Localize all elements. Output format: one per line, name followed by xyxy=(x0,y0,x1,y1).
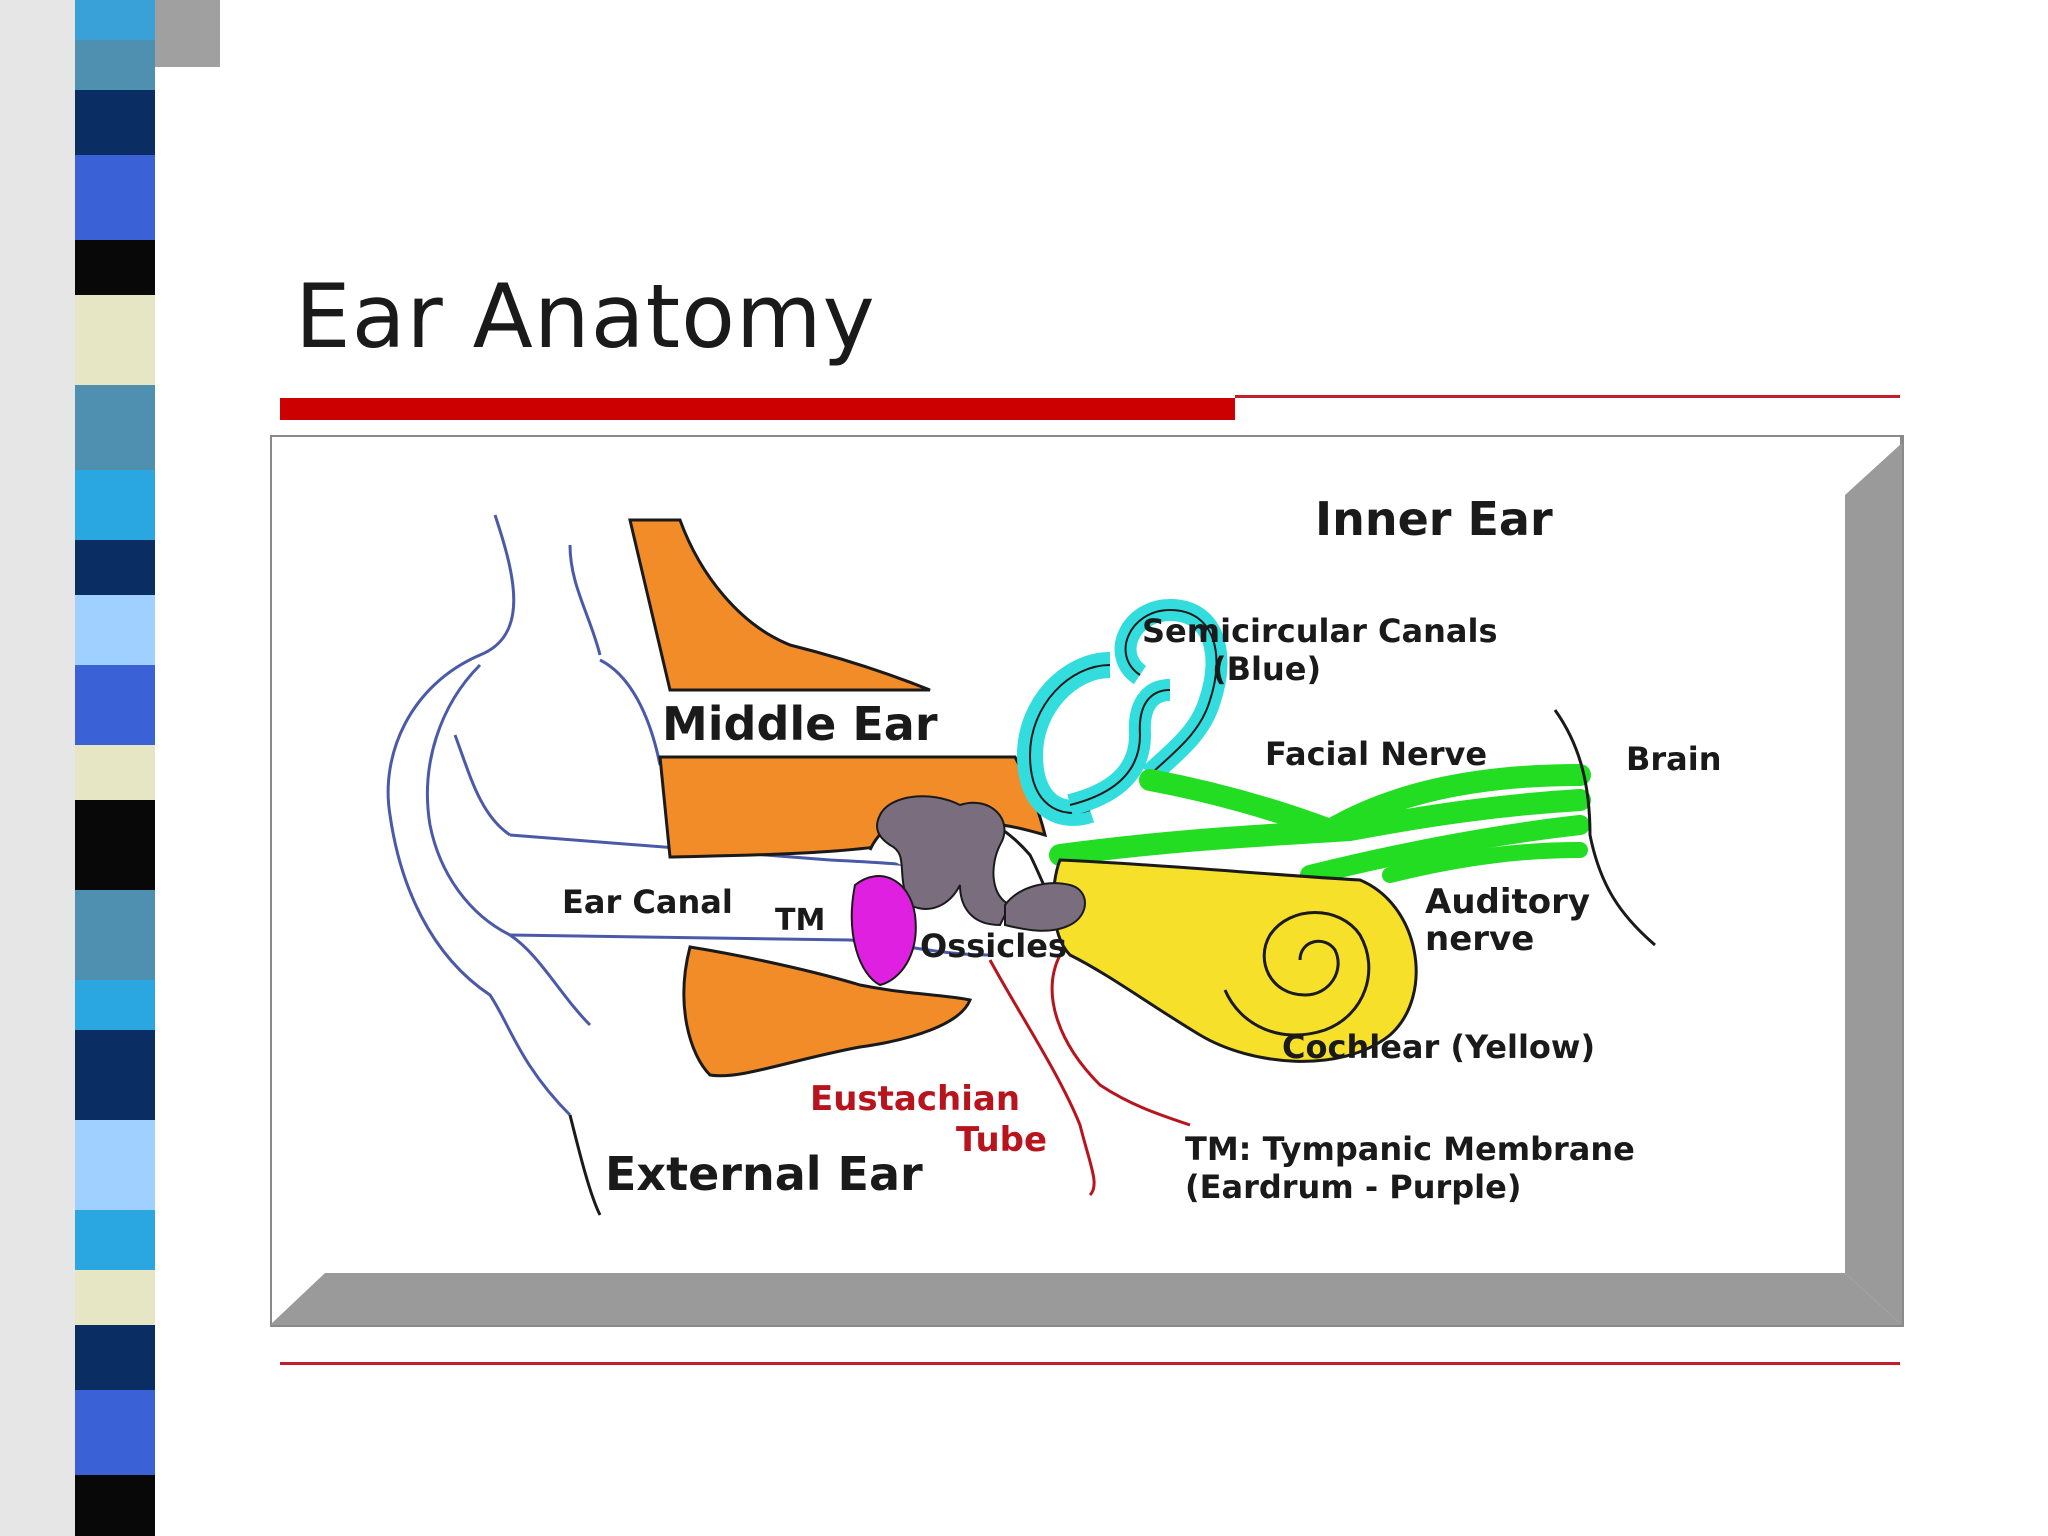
external-ear-outline-lower xyxy=(568,1114,602,1216)
label-brain: Brain xyxy=(1626,740,1722,778)
slide-title: Ear Anatomy xyxy=(295,265,876,368)
ear-anatomy-diagram: Inner Ear Semicircular Canals (Blue) Mid… xyxy=(270,435,1904,1327)
label-ear-canal: Ear Canal xyxy=(562,883,733,921)
label-facial-nerve: Facial Nerve xyxy=(1265,735,1487,773)
label-semicircular-canals: Semicircular Canals xyxy=(1142,612,1497,650)
title-underline-thin xyxy=(1235,395,1900,398)
label-external-ear: External Ear xyxy=(605,1147,923,1201)
label-tm: TM xyxy=(775,903,825,938)
frame-bevel-right xyxy=(1845,443,1902,1325)
label-ossicles: Ossicles xyxy=(920,927,1067,965)
label-eustachian-line2: Tube xyxy=(956,1120,1047,1160)
ossicles xyxy=(876,795,1086,932)
semicircular-canals xyxy=(1016,598,1228,826)
label-auditory-nerve-line2: nerve xyxy=(1425,919,1534,959)
brain-boundary-line xyxy=(1553,709,1656,947)
facial-and-auditory-nerves xyxy=(1049,764,1591,885)
label-auditory-nerve-line1: Auditory xyxy=(1425,882,1590,922)
title-underline-thick xyxy=(280,398,1235,420)
label-cochlear: Cochlear (Yellow) xyxy=(1282,1028,1595,1066)
label-inner-ear: Inner Ear xyxy=(1315,492,1553,546)
eustachian-tube xyxy=(988,954,1191,1197)
bottom-rule xyxy=(280,1362,1900,1365)
label-eustachian-line1: Eustachian xyxy=(810,1079,1020,1119)
eardrum xyxy=(850,875,917,987)
label-tm-legend-line2: (Eardrum - Purple) xyxy=(1185,1168,1521,1206)
label-tm-legend-line1: TM: Tympanic Membrane xyxy=(1185,1130,1635,1168)
cochlea xyxy=(1052,858,1418,1063)
frame-bevel-bottom xyxy=(270,1273,1902,1325)
label-middle-ear: Middle Ear xyxy=(662,697,938,751)
label-semicircular-canals-note: (Blue) xyxy=(1212,650,1321,688)
